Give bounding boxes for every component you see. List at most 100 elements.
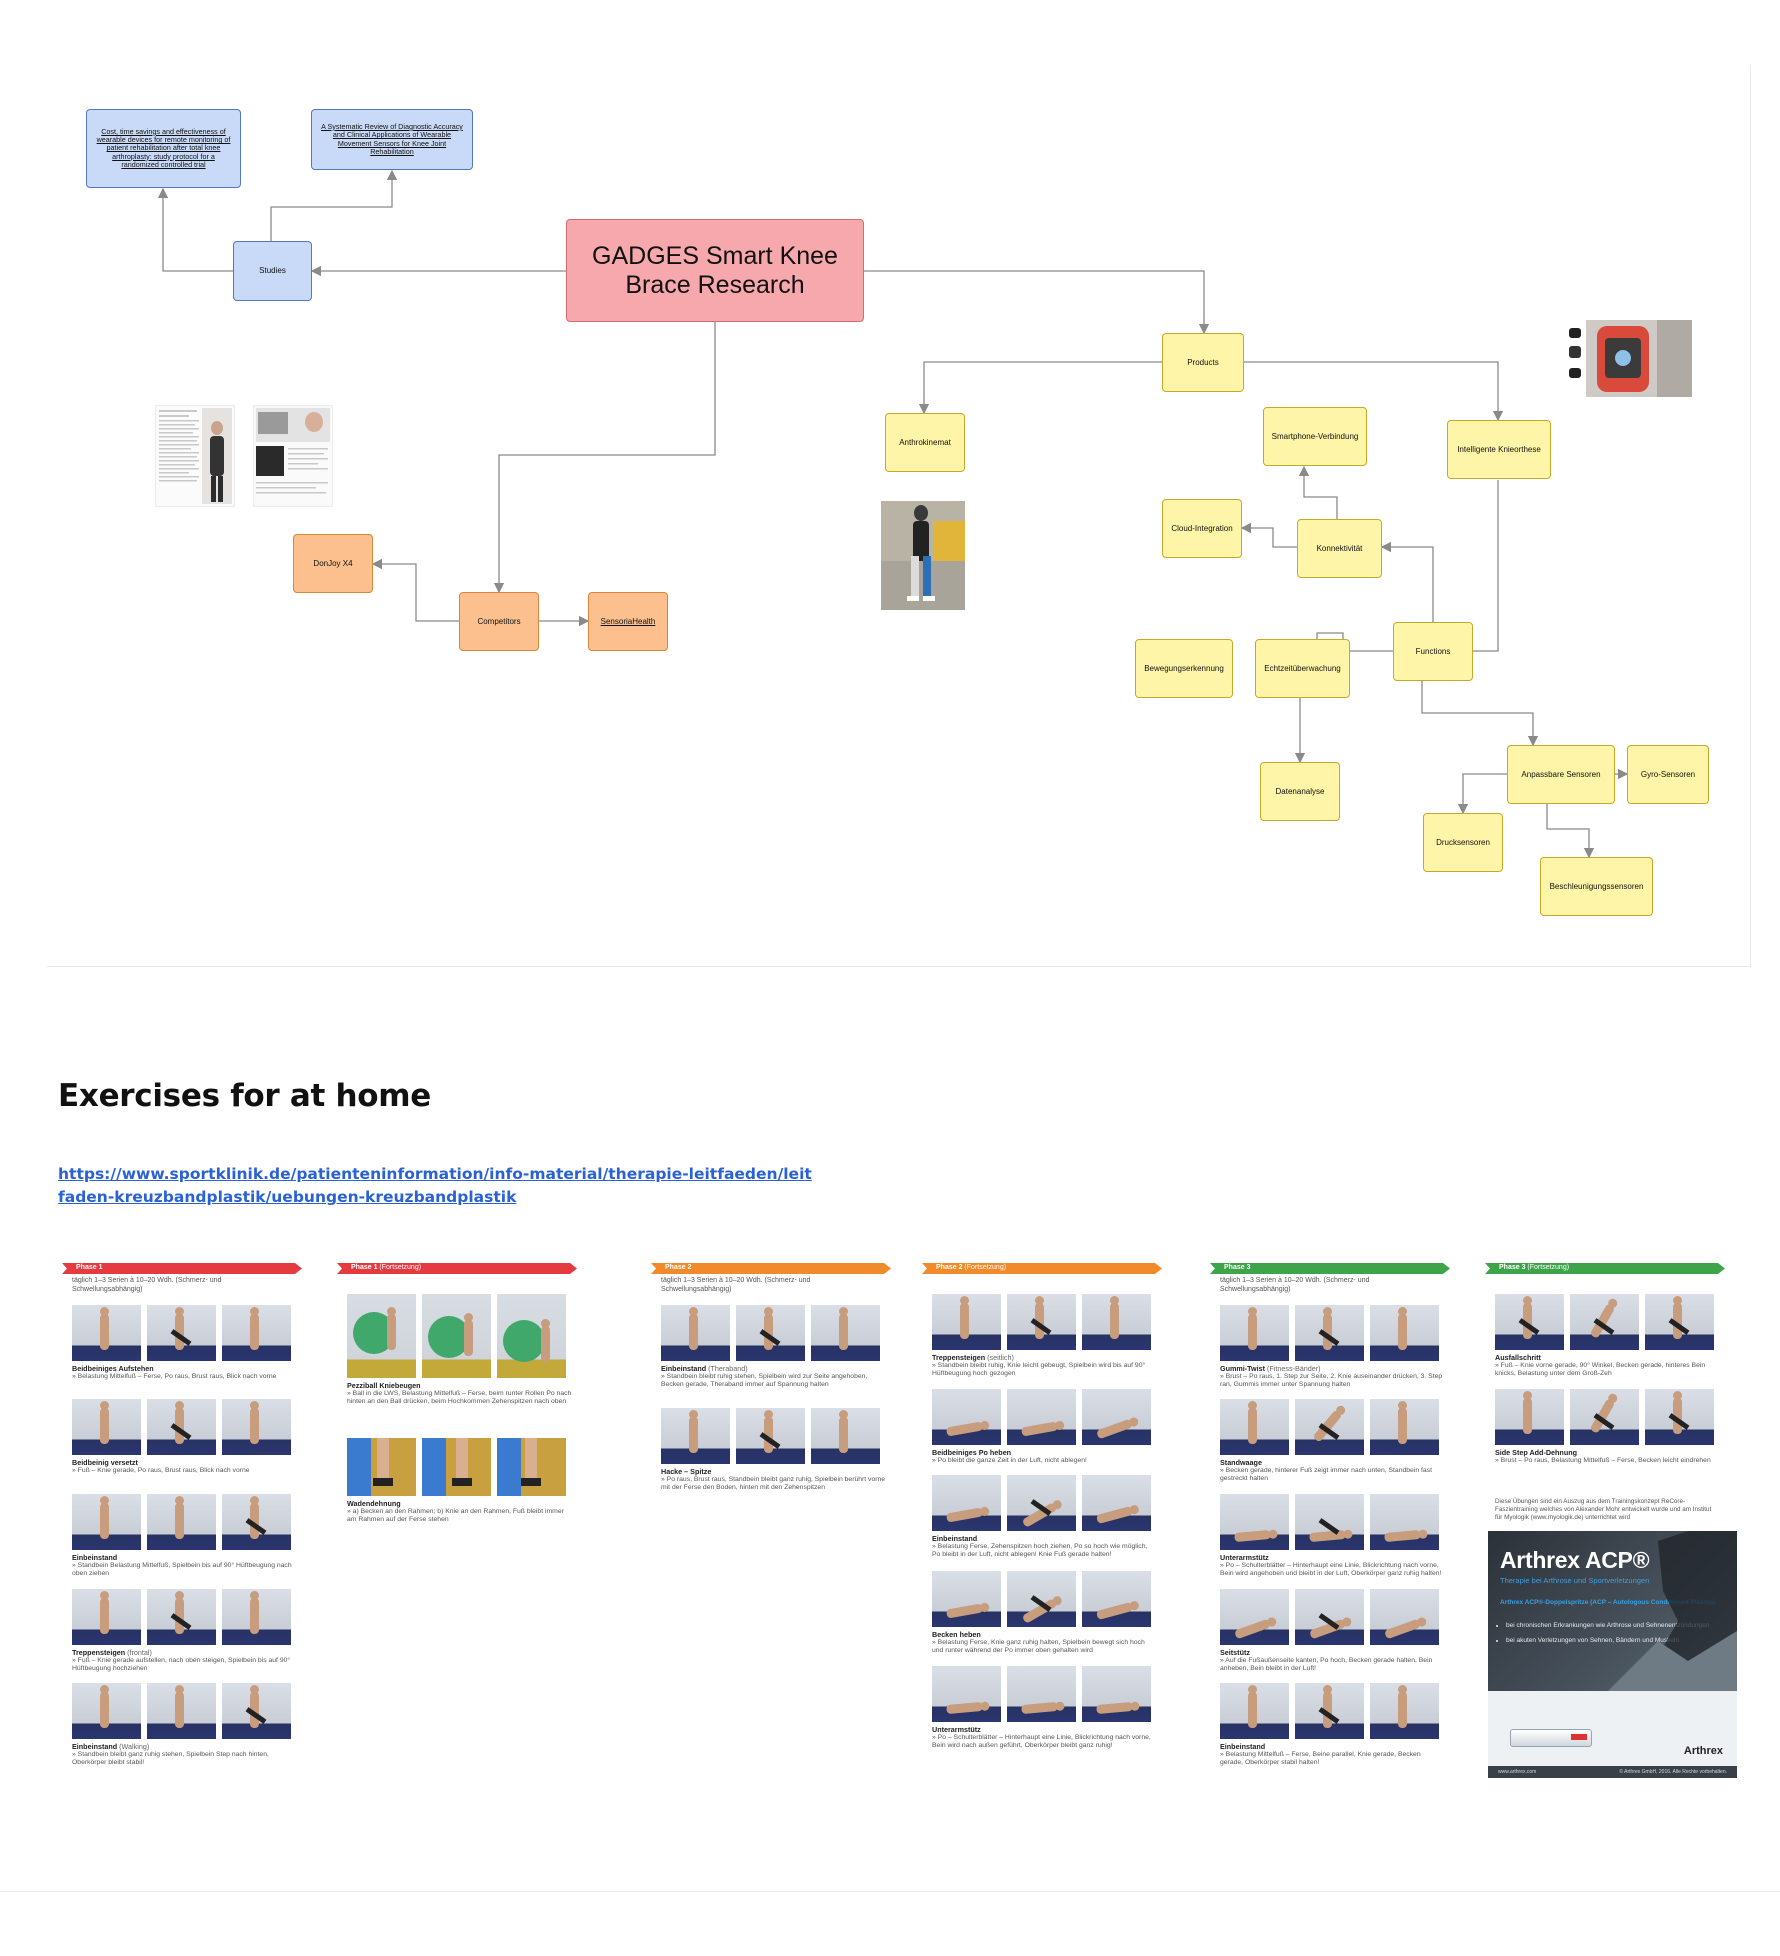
- exercise-description: » Belastung Mittelfuß – Ferse, Po raus, …: [72, 1373, 277, 1380]
- sheet-note: täglich 1–3 Serien à 10–20 Wdh. (Schmerz…: [661, 1277, 811, 1293]
- arthrex-logo: Arthrex: [1683, 1745, 1723, 1757]
- exercise-name: Wadendehnung: [347, 1499, 401, 1508]
- motion-detection-node[interactable]: Bewegungserkennung: [1135, 639, 1233, 698]
- exercise-name: Seitstütz: [1220, 1648, 1250, 1657]
- exercise-description: » Fuß – Knie vorne gerade, 90° Winkel, B…: [1495, 1362, 1706, 1377]
- ribbon-label: Phase 3: [1224, 1264, 1251, 1271]
- exercise-name: Einbeinstand: [1220, 1742, 1266, 1751]
- ad-footer-copyright: © Arthrex GmbH, 2016. Alle Rechte vorbeh…: [1619, 1769, 1727, 1775]
- study-figure-thumbnail: [253, 405, 333, 507]
- exercise-item: Standwaage » Becken gerade, hinterer Fuß…: [1220, 1399, 1445, 1483]
- exercise-description: » Belastung Mittelfuß – Ferse, Beine par…: [1220, 1751, 1421, 1766]
- exercise-description: » Po raus, Brust raus, Standbein bleibt …: [661, 1476, 886, 1491]
- exercise-name: Hacke – Spitze: [661, 1467, 712, 1476]
- study-link-node-remote-monitoring[interactable]: Cost, time savings and effectiveness of …: [86, 109, 241, 188]
- exercise-name: Einbeinstand: [72, 1742, 118, 1751]
- exercise-description: » Auf die Fußaußenseite kanten, Po hoch,…: [1220, 1657, 1433, 1672]
- ribbon-label: Phase 2: [936, 1264, 963, 1271]
- exercise-variant: (Fitness-Bänder): [1265, 1364, 1321, 1373]
- exercise-item: Einbeinstand » Belastung Mittelfuß – Fer…: [1220, 1683, 1445, 1767]
- exercise-name: Treppensteigen: [932, 1353, 986, 1362]
- exercise-name: Einbeinstand: [661, 1364, 707, 1373]
- ribbon-extra: (Fortsetzung): [1525, 1264, 1570, 1271]
- exercise-description: » Standbein bleibt ruhig stehen, Spielbe…: [661, 1373, 868, 1388]
- exercise-item: Unterarmstütz » Po – Schulterblätter – H…: [932, 1666, 1157, 1750]
- exercise-name: Side Step Add-Dehnung: [1495, 1448, 1577, 1457]
- mind-map-canvas[interactable]: GADGES Smart Knee Brace Research Studies…: [47, 65, 1751, 967]
- phase-ribbon: [337, 1263, 577, 1274]
- pressure-sensors-node[interactable]: Drucksensoren: [1423, 813, 1503, 872]
- phase-ribbon: [62, 1263, 302, 1274]
- ribbon-extra: (Fortsetzung): [377, 1264, 422, 1271]
- knee-brace-product-photo: [1565, 320, 1692, 397]
- ad-product-panel: [1488, 1691, 1737, 1766]
- exercise-description: » Ball in die LWS, Belastung Mittelfuß –…: [347, 1390, 572, 1405]
- exercise-sheet-phase2: Phase 2 täglich 1–3 Serien à 10–20 Wdh. …: [651, 1263, 891, 1779]
- section-heading: Exercises for at home: [58, 1078, 431, 1114]
- study-link-node-systematic-review[interactable]: A Systematic Review of Diagnostic Accura…: [311, 109, 473, 170]
- exercise-sheet-phase3-continued: Phase 3 (Fortsetzung) Ausfallschritt » F…: [1485, 1263, 1725, 1779]
- exercise-item: Becken heben » Belastung Ferse, Knie gan…: [932, 1571, 1157, 1655]
- exercise-description: » Belastung Ferse, Zehenspitzen hoch zie…: [932, 1543, 1148, 1558]
- products-node[interactable]: Products: [1162, 333, 1244, 392]
- ad-brand-title: Arthrex ACP®: [1500, 1547, 1650, 1573]
- section-divider: [0, 1891, 1780, 1892]
- exercise-source-link[interactable]: https://www.sportklinik.de/patienteninfo…: [58, 1165, 812, 1206]
- exercise-variant: (seitlich): [985, 1353, 1014, 1362]
- data-analysis-node[interactable]: Datenanalyse: [1260, 762, 1340, 821]
- exercise-name: Beidbeiniges Aufstehen: [72, 1364, 154, 1373]
- anthrokinemat-node[interactable]: Anthrokinemat: [885, 413, 965, 472]
- ad-tagline: Therapie bei Arthrose und Sportverletzun…: [1500, 1576, 1650, 1585]
- gyro-sensors-node[interactable]: Gyro-Sensoren: [1627, 745, 1709, 804]
- exercise-description: » Brust – Po raus, 1. Step zur Seite, 2.…: [1220, 1373, 1443, 1388]
- realtime-monitoring-node[interactable]: Echtzeitüberwachung: [1255, 639, 1350, 698]
- exercise-item: Treppensteigen (frontal) » Fuß – Knie ge…: [72, 1589, 297, 1673]
- exercise-description: » Standbein bleibt ganz ruhig stehen, Sp…: [72, 1751, 269, 1766]
- exercise-name: Standwaage: [1220, 1458, 1262, 1467]
- exercise-item: Gummi-Twist (Fitness-Bänder) » Brust – P…: [1220, 1305, 1445, 1389]
- cloud-integration-node[interactable]: Cloud-Integration: [1162, 499, 1242, 558]
- competitors-node[interactable]: Competitors: [459, 592, 539, 651]
- phase-ribbon: [1210, 1263, 1450, 1274]
- exercise-item: Hacke – Spitze » Po raus, Brust raus, St…: [661, 1408, 886, 1492]
- exercise-name: Becken heben: [932, 1630, 981, 1639]
- exercise-item: Einbeinstand » Belastung Ferse, Zehenspi…: [932, 1475, 1157, 1559]
- smartphone-connection-node[interactable]: Smartphone-Verbindung: [1263, 407, 1367, 466]
- exercise-name: Gummi-Twist: [1220, 1364, 1265, 1373]
- competitor-node-donjoy[interactable]: DonJoy X4: [293, 534, 373, 593]
- exercise-description: » Brust – Po raus, Belastung Mittelfuß –…: [1495, 1457, 1711, 1464]
- intelligent-knee-orthosis-node[interactable]: Intelligente Knieorthese: [1447, 420, 1551, 479]
- exercise-variant: (frontal): [125, 1648, 152, 1657]
- ad-bullet-list: bei chronischen Erkrankungen wie Arthros…: [1494, 1621, 1709, 1645]
- exercise-description: » Po – Schulterblätter – Hinterhaupt ein…: [932, 1734, 1151, 1749]
- exercise-variant: (Walking): [117, 1742, 150, 1751]
- ad-bullet: bei chronischen Erkrankungen wie Arthros…: [1506, 1621, 1709, 1630]
- competitor-link-label[interactable]: SensoriaHealth: [600, 616, 656, 626]
- ribbon-label: Phase 3: [1499, 1264, 1526, 1271]
- exercise-description: » Standbein bleibt ruhig, Knie leicht ge…: [932, 1362, 1146, 1377]
- adaptive-sensors-node[interactable]: Anpassbare Sensoren: [1507, 745, 1615, 804]
- climber-silhouette-icon: [1608, 1531, 1737, 1691]
- arthrex-acp-advertisement: Arthrex ACP® Therapie bei Arthrose und S…: [1488, 1531, 1737, 1778]
- sheet-note: täglich 1–3 Serien à 10–20 Wdh. (Schmerz…: [72, 1277, 222, 1293]
- competitor-node-sensoriahealth[interactable]: SensoriaHealth: [588, 592, 668, 651]
- exercise-sheet-phase2-continued: Phase 2 (Fortsetzung) Treppensteigen (se…: [922, 1263, 1162, 1779]
- functions-node[interactable]: Functions: [1393, 622, 1473, 681]
- connectivity-node[interactable]: Konnektivität: [1297, 519, 1382, 578]
- central-topic-node[interactable]: GADGES Smart Knee Brace Research: [566, 219, 864, 322]
- exercise-name: Ausfallschritt: [1495, 1353, 1541, 1362]
- exercise-description: » a) Becken an den Rahmen; b) Knie an de…: [347, 1508, 564, 1523]
- acceleration-sensors-node[interactable]: Beschleunigungssensoren: [1540, 857, 1653, 916]
- ribbon-extra: (Fortsetzung): [962, 1264, 1007, 1271]
- sheet-footnote: Diese Übungen sind ein Auszug aus dem Tr…: [1495, 1498, 1712, 1521]
- exercise-item: Unterarmstütz » Po – Schulterblätter – H…: [1220, 1494, 1445, 1578]
- exercise-item: Ausfallschritt » Fuß – Knie vorne gerade…: [1495, 1294, 1720, 1378]
- exercise-description: » Belastung Ferse, Knie ganz ruhig halte…: [932, 1639, 1145, 1654]
- exercise-item: Pezziball Kniebeugen » Ball in die LWS, …: [347, 1294, 572, 1406]
- exercise-name: Pezziball Kniebeugen: [347, 1381, 421, 1390]
- exercise-name: Treppensteigen: [72, 1648, 126, 1657]
- studies-node[interactable]: Studies: [233, 241, 312, 301]
- exercise-sheet-phase3: Phase 3 täglich 1–3 Serien à 10–20 Wdh. …: [1210, 1263, 1450, 1779]
- ribbon-label: Phase 1: [351, 1264, 378, 1271]
- ad-footer: www.arthrex.com © Arthrex GmbH, 2016. Al…: [1488, 1766, 1737, 1778]
